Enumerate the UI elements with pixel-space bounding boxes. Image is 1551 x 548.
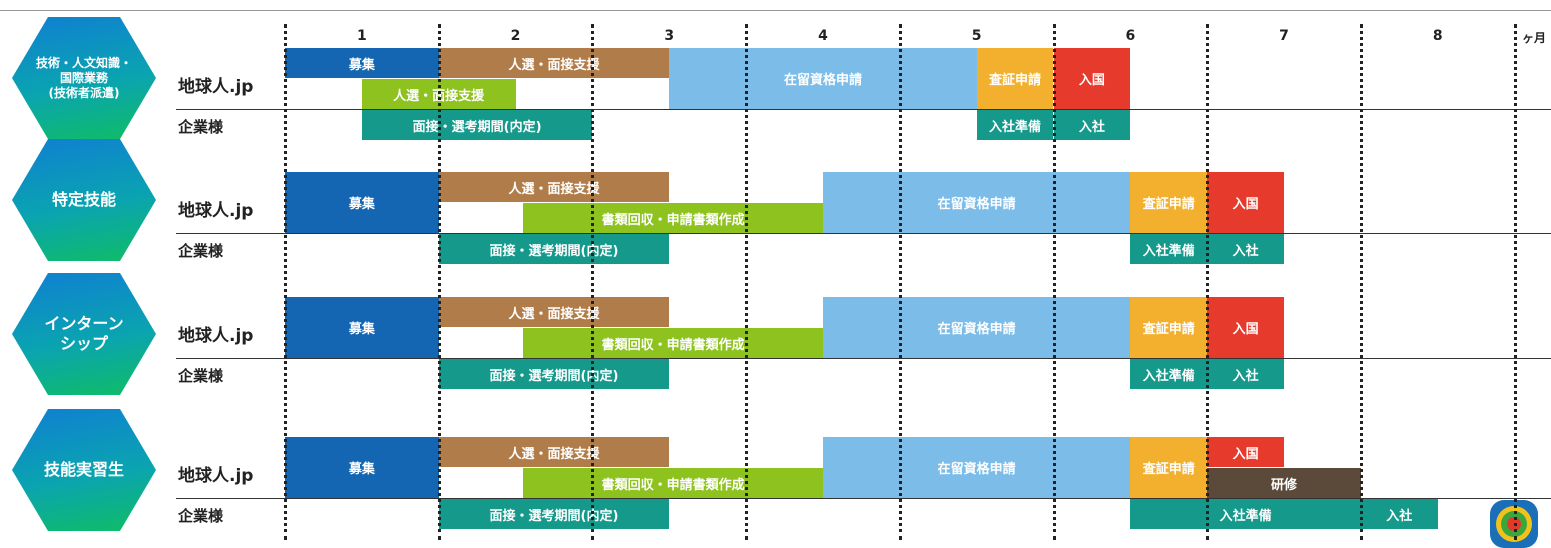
agency-phase-bar: 研修 bbox=[1207, 468, 1361, 498]
agency-phase-bar: 入国 bbox=[1207, 437, 1285, 467]
company-phase-bar: 入社 bbox=[1360, 499, 1438, 529]
row-divider bbox=[176, 358, 1551, 359]
month-boundary-line bbox=[1052, 24, 1056, 540]
company-phase-bar: 入社準備 bbox=[1130, 359, 1208, 389]
company-row-label: 企業様 bbox=[178, 242, 224, 260]
agency-phase-bar: 入国 bbox=[1207, 172, 1285, 233]
agency-phase-bar: 書類回収・申請書類作成 bbox=[523, 468, 823, 498]
agency-phase-bar: 人選・面接支援 bbox=[438, 437, 670, 467]
company-phase-bar: 面接・選考期間(内定) bbox=[438, 359, 670, 389]
agency-phase-bar: 入国 bbox=[1053, 48, 1131, 109]
month-label: 4 bbox=[818, 28, 828, 44]
company-phase-bar: 入社 bbox=[1053, 110, 1131, 140]
agency-phase-bar: 在留資格申請 bbox=[822, 437, 1131, 498]
month-boundary-line bbox=[1513, 24, 1517, 540]
month-label: 3 bbox=[664, 28, 675, 44]
category-label: インターン シップ bbox=[44, 314, 124, 353]
month-boundary-line bbox=[1359, 24, 1363, 540]
agency-phase-bar: 募集 bbox=[285, 48, 439, 78]
agency-phase-bar: 査証申請 bbox=[976, 48, 1054, 109]
company-phase-bar: 入社準備 bbox=[976, 110, 1054, 140]
agency-phase-bar: 在留資格申請 bbox=[822, 172, 1131, 233]
agency-phase-bar: 在留資格申請 bbox=[669, 48, 977, 109]
company-phase-bar: 面接・選考期間(内定) bbox=[361, 110, 593, 140]
agency-phase-bar: 募集 bbox=[285, 172, 439, 233]
month-label: 8 bbox=[1432, 28, 1443, 44]
top-divider bbox=[0, 10, 1551, 11]
month-label: 1 bbox=[356, 28, 367, 44]
company-row-label: 企業様 bbox=[178, 118, 224, 136]
category-hexagon: 技能実習生 bbox=[12, 409, 156, 531]
agency-phase-bar: 募集 bbox=[285, 297, 439, 358]
category-label: 特定技能 bbox=[51, 190, 116, 209]
month-label: 6 bbox=[1125, 28, 1136, 44]
agency-phase-bar: 入国 bbox=[1207, 297, 1285, 358]
agency-phase-bar: 募集 bbox=[285, 437, 439, 498]
month-label: 5 bbox=[971, 28, 982, 44]
row-divider bbox=[176, 233, 1551, 234]
agency-phase-bar: 在留資格申請 bbox=[822, 297, 1131, 358]
company-row-label: 企業様 bbox=[178, 507, 224, 525]
company-phase-bar: 入社 bbox=[1207, 359, 1285, 389]
company-phase-bar: 入社 bbox=[1207, 234, 1285, 264]
company-row-label: 企業様 bbox=[178, 367, 224, 385]
category-label: 技術・人文知識・ 国際業務 (技術者派遣) bbox=[35, 55, 132, 100]
company-phase-bar: 面接・選考期間(内定) bbox=[438, 234, 670, 264]
category-hexagon: 特定技能 bbox=[12, 139, 156, 261]
category-hexagon: インターン シップ bbox=[12, 273, 156, 395]
month-label: 7 bbox=[1279, 28, 1289, 44]
row-divider bbox=[176, 109, 1551, 110]
agency-phase-bar: 書類回収・申請書類作成 bbox=[523, 328, 823, 358]
month-boundary-line bbox=[745, 24, 749, 540]
agency-phase-bar: 査証申請 bbox=[1130, 297, 1208, 358]
month-label: 2 bbox=[510, 28, 521, 44]
month-boundary-line bbox=[437, 24, 441, 540]
agency-row-label: 地球人.jp bbox=[178, 201, 254, 221]
company-phase-bar: 入社準備 bbox=[1130, 234, 1208, 264]
category-label: 技能実習生 bbox=[43, 460, 124, 479]
agency-phase-bar: 人選・面接支援 bbox=[438, 172, 670, 202]
month-unit-label: ヶ月 bbox=[1522, 31, 1547, 45]
month-boundary-line bbox=[898, 24, 902, 540]
company-phase-bar: 入社準備 bbox=[1130, 499, 1361, 529]
category-hexagon: 技術・人文知識・ 国際業務 (技術者派遣) bbox=[12, 17, 156, 139]
agency-phase-bar: 査証申請 bbox=[1130, 437, 1208, 498]
agency-phase-bar: 人選・面接支援 bbox=[438, 297, 670, 327]
month-boundary-line bbox=[284, 24, 287, 540]
agency-row-label: 地球人.jp bbox=[178, 77, 254, 97]
agency-row-label: 地球人.jp bbox=[178, 466, 254, 486]
row-divider bbox=[176, 498, 1551, 499]
month-boundary-line bbox=[591, 24, 595, 540]
month-boundary-line bbox=[1206, 24, 1210, 540]
agency-phase-bar: 人選・面接支援 bbox=[438, 48, 670, 78]
agency-row-label: 地球人.jp bbox=[178, 326, 254, 346]
agency-phase-bar: 書類回収・申請書類作成 bbox=[523, 203, 823, 233]
agency-phase-bar: 査証申請 bbox=[1130, 172, 1208, 233]
company-phase-bar: 面接・選考期間(内定) bbox=[438, 499, 670, 529]
